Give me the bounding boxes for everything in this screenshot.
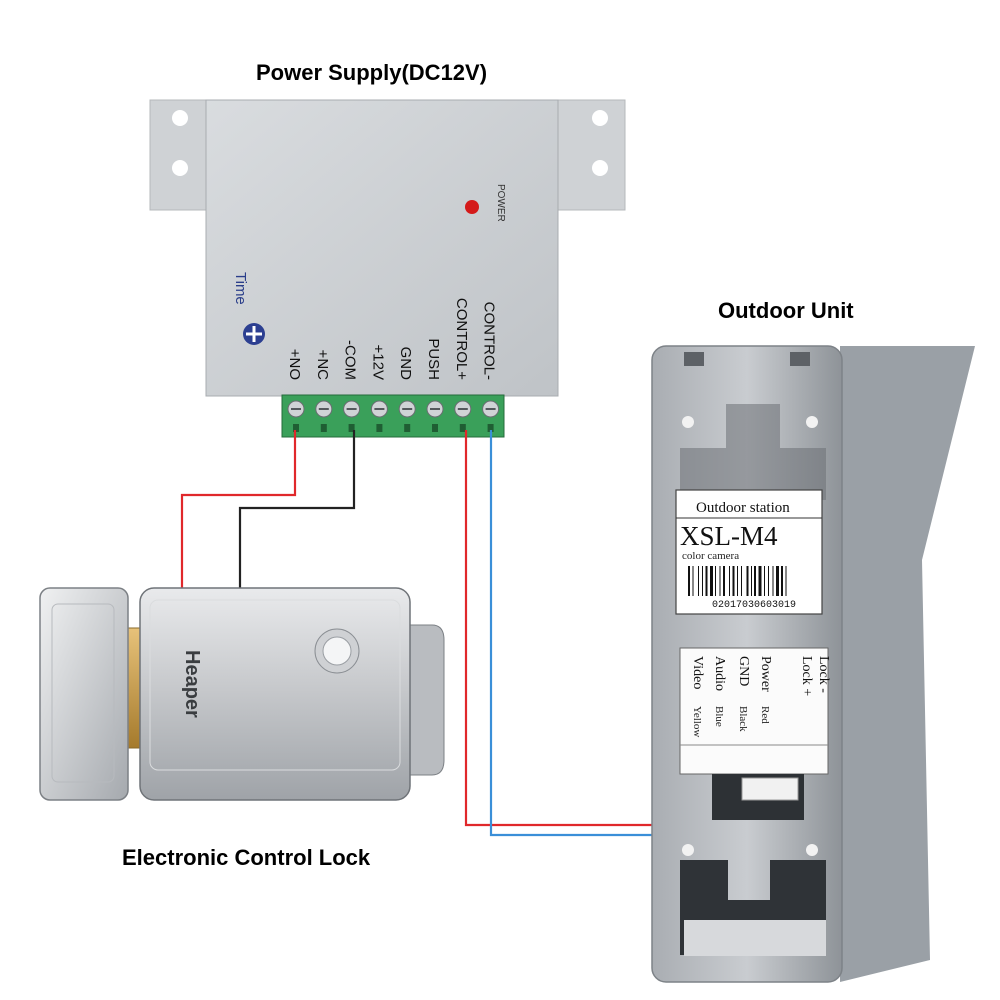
barcode-icon	[688, 566, 787, 596]
power-led-icon	[465, 200, 479, 214]
mount-hole	[172, 110, 188, 126]
screw-hole	[682, 416, 694, 428]
screw-hole	[806, 844, 818, 856]
screw-hole	[806, 416, 818, 428]
pin-labels: Lock -Lock + Power GND Audio Video	[690, 656, 831, 696]
pin-label: Video	[690, 656, 705, 689]
terminal-label: +NO	[286, 349, 303, 380]
power-led-label: POWER	[495, 184, 506, 222]
lock-brand: Heaper	[181, 650, 203, 718]
electronic-lock: Heaper	[39, 587, 445, 801]
wire-color-labels: Red Black Blue Yellow	[680, 706, 828, 746]
pin-label: Lock +	[799, 656, 814, 696]
terminal-label: -COM	[342, 340, 359, 380]
terminal-label: PUSH	[425, 338, 442, 380]
time-dial-icon	[243, 323, 265, 345]
lock-button-icon	[314, 628, 360, 674]
sticker-header: Outdoor station	[696, 500, 790, 516]
pin-label: Audio	[712, 656, 727, 691]
wire-red-lock	[180, 430, 297, 588]
mount-hole	[592, 160, 608, 176]
wire-color-label: Blue	[713, 706, 725, 727]
mount-hole	[172, 160, 188, 176]
pin-label: GND	[736, 656, 751, 686]
outdoor-unit: Outdoor station XSL-M4 color camera 0201…	[651, 345, 975, 983]
terminal-block-body	[281, 394, 505, 438]
terminal-label: +NC	[314, 350, 331, 381]
terminal-label: CONTROL+	[453, 298, 470, 380]
lock-heading: Electronic Control Lock	[122, 845, 371, 870]
wire-black-lock	[238, 430, 356, 588]
wire-color-label: Black	[737, 706, 749, 732]
terminal-block	[281, 394, 505, 438]
terminal-labels: +NO +NC -COM +12V GND PUSH CONTROL+ CONTROL-	[286, 298, 498, 380]
terminal-label: CONTROL-	[481, 302, 498, 380]
connector-icon	[741, 777, 799, 801]
mount-hole	[592, 110, 608, 126]
terminal-label: GND	[397, 347, 414, 381]
wire-color-label: Red	[759, 706, 771, 724]
terminal-label: +12V	[369, 345, 386, 380]
power-supply: POWER Time +NO +NC -COM +12V GND PUSH CONTROL+…	[149, 99, 626, 438]
model-number: XSL-M4	[680, 521, 778, 551]
screw-hole	[682, 844, 694, 856]
model-subtitle: color camera	[682, 550, 739, 562]
outdoor-unit-heading: Outdoor Unit	[718, 298, 854, 323]
serial-number: 02017030603019	[712, 600, 796, 611]
wire-color-label: Yellow	[691, 706, 703, 737]
power-supply-heading: Power Supply(DC12V)	[256, 60, 488, 85]
time-label: Time	[232, 272, 249, 305]
pin-label: Lock -	[816, 656, 831, 693]
pin-label: Power	[758, 656, 773, 692]
